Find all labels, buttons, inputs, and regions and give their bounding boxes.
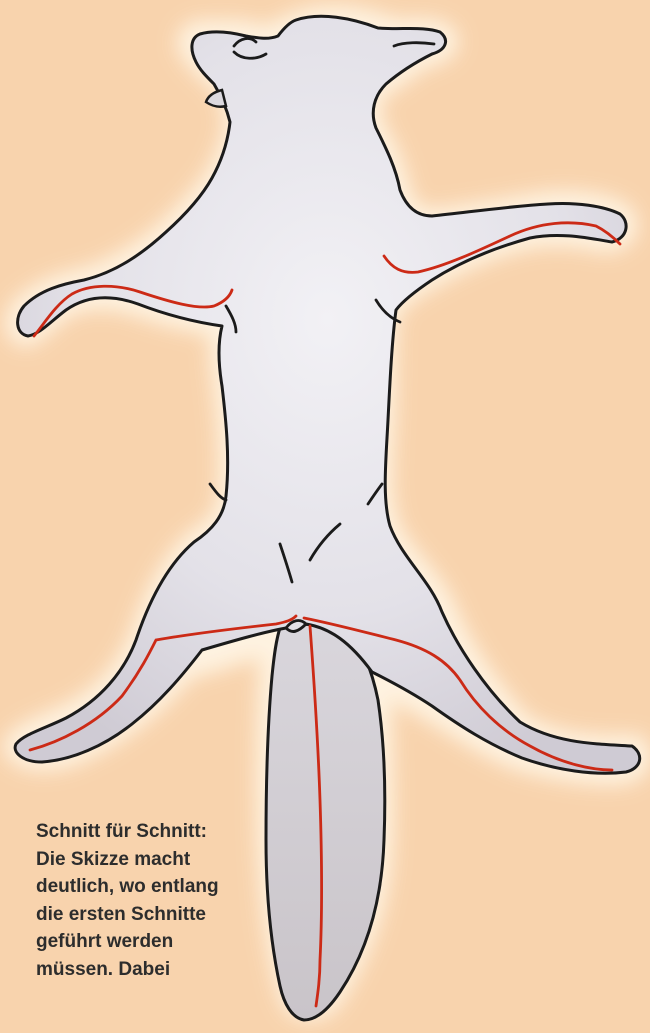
- caption-line: Die Skizze macht: [36, 846, 276, 874]
- caption-line: müssen. Dabei: [36, 956, 276, 984]
- caption-line: Schnitt für Schnitt:: [36, 818, 276, 846]
- ear-flap: [206, 90, 226, 107]
- figure-caption: Schnitt für Schnitt: Die Skizze macht de…: [36, 818, 276, 983]
- caption-line: geführt werden: [36, 928, 276, 956]
- caption-line: deutlich, wo entlang: [36, 873, 276, 901]
- tail: [266, 624, 385, 1020]
- caption-line: die ersten Schnitte: [36, 901, 276, 929]
